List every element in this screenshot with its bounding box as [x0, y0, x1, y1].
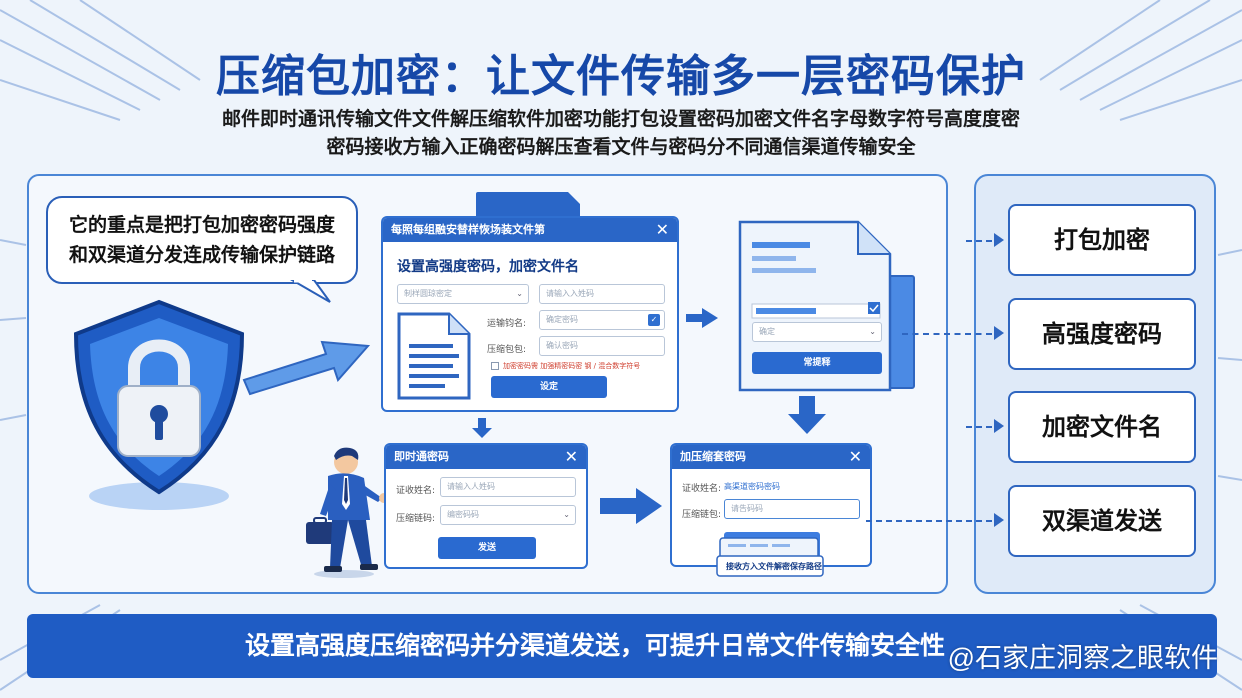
- doc-select[interactable]: 确定 ⌄: [752, 322, 882, 342]
- im-window-header: 即时通密码 ✕: [386, 445, 586, 469]
- step-encrypt-filename: 加密文件名: [1008, 391, 1196, 463]
- bubble-tail: [290, 280, 331, 303]
- settings-window-title: 每照每组融安替样恢场装文件第: [391, 223, 545, 236]
- settings-window-header: 每照每组融安替样恢场装文件第 ✕: [383, 218, 677, 242]
- step-dual-channel: 双渠道发送: [1008, 485, 1196, 557]
- arrow-to-window: [242, 340, 371, 396]
- send-button[interactable]: 发送: [438, 537, 536, 559]
- chevron-down-icon: ⌄: [563, 510, 570, 519]
- compress-code-value: 编密码码: [447, 510, 479, 519]
- decompress-window-header: 加压缩套密码 ✕: [672, 445, 870, 469]
- close-icon[interactable]: ✕: [564, 447, 578, 466]
- arrow-right-large-icon: [600, 488, 662, 524]
- doc-select-value: 确定: [759, 327, 775, 336]
- shield-lock-icon: [73, 299, 245, 510]
- encryption-select[interactable]: 制样圆琼密定 ⌄: [397, 284, 529, 304]
- connector-3: [966, 426, 992, 428]
- connector-arrow-2: [994, 326, 1004, 340]
- arrow-down-icon: [472, 418, 492, 438]
- decompress-window: 加压缩套密码 ✕ 证收姓名: 高渠道密码密码 压缩链包: 请告码码: [670, 443, 872, 567]
- encrypt-label: 运输钧名:: [487, 319, 527, 329]
- confirm-button[interactable]: 设定: [491, 376, 607, 398]
- settings-window: 每照每组融安替样恢场装文件第 ✕ 设置高强度密码，加密文件名 制样圆琼密定 ⌄ 请…: [381, 216, 679, 412]
- connector-2: [902, 333, 992, 335]
- connector-arrow-3: [994, 419, 1004, 433]
- subtitle-line-2: 密码接收方输入正确密码解压查看文件与密码分不同通信渠道传输安全: [326, 136, 916, 158]
- bubble-line-2: 和双渠道分发连成传输保护链路: [68, 244, 335, 266]
- connector-4: [866, 520, 992, 522]
- arrow-right-icon: [686, 308, 718, 328]
- connector-1: [966, 240, 992, 242]
- compress-code-select[interactable]: 编密码码 ⌄: [440, 505, 576, 525]
- encrypt-input-value: 确定密码: [546, 315, 578, 324]
- stacked-cards-icon: [716, 532, 824, 577]
- checkbox[interactable]: [491, 362, 499, 370]
- compress-input[interactable]: 确认密码: [539, 336, 665, 356]
- decompress-window-title: 加压缩套密码: [680, 450, 746, 463]
- connector-arrow-1: [994, 233, 1004, 247]
- im-password-window: 即时通密码 ✕ 证收姓名: 请输入人姓码 压缩链码: 编密码码 ⌄ 发送: [384, 443, 588, 569]
- document-icon: [397, 312, 471, 400]
- im-window-title: 即时通密码: [394, 450, 449, 463]
- package-label: 压缩链包:: [682, 510, 722, 520]
- arrow-down-large-icon: [788, 396, 826, 434]
- folder-tab-icon: [476, 192, 580, 218]
- encryption-select-value: 制样圆琼密定: [404, 289, 452, 298]
- businessman-figure: [306, 447, 389, 578]
- settings-heading: 设置高强度密码，加密文件名: [397, 259, 579, 275]
- checkbox-label: 加密密码需 加强精密码密 钢 / 混合数字符号: [503, 362, 641, 370]
- compress-code-label: 压缩链码:: [396, 514, 436, 524]
- close-icon[interactable]: ✕: [848, 447, 862, 466]
- recipient-input[interactable]: 请输入人姓码: [440, 477, 576, 497]
- bubble-line-1: 它的重点是把打包加密密码强度: [68, 214, 335, 236]
- check-icon: ✓: [648, 314, 660, 326]
- chevron-down-icon: ⌄: [516, 289, 523, 298]
- connector-arrow-4: [994, 513, 1004, 527]
- page-title: 压缩包加密：让文件传输多一层密码保护: [216, 51, 1026, 102]
- package-password-input[interactable]: 请告码码: [724, 499, 860, 519]
- doc-submit-button[interactable]: 常提释: [752, 352, 882, 374]
- speech-bubble: 它的重点是把打包加密密码强度 和双渠道分发连成传输保护链路: [46, 196, 358, 284]
- subtitle-line-1: 邮件即时通讯传输文件文件解压缩软件加密功能打包设置密码加密文件名字母数字符号高度…: [221, 108, 1020, 130]
- chevron-down-icon: ⌄: [869, 327, 876, 336]
- receiver-label: 证收姓名:: [682, 484, 722, 494]
- receiver-value: 高渠道密码密码: [724, 482, 780, 491]
- watermark: @石家庄洞察之眼软件: [947, 643, 1218, 673]
- name-input[interactable]: 请输入入姓码: [539, 284, 665, 304]
- bottom-banner: 设置高强度压缩密码并分渠道发送，可提升日常文件传输安全性: [27, 614, 1217, 678]
- receiver-card-text: 接收方入文件解密保存路径: [726, 562, 822, 571]
- step-pack-encrypt: 打包加密: [1008, 204, 1196, 276]
- recipient-label: 证收姓名:: [396, 486, 436, 496]
- close-icon[interactable]: ✕: [655, 220, 669, 239]
- compress-label: 压缩包包:: [487, 345, 527, 355]
- encrypt-input[interactable]: 确定密码 ✓: [539, 310, 665, 330]
- step-strong-password: 高强度密码: [1008, 298, 1196, 370]
